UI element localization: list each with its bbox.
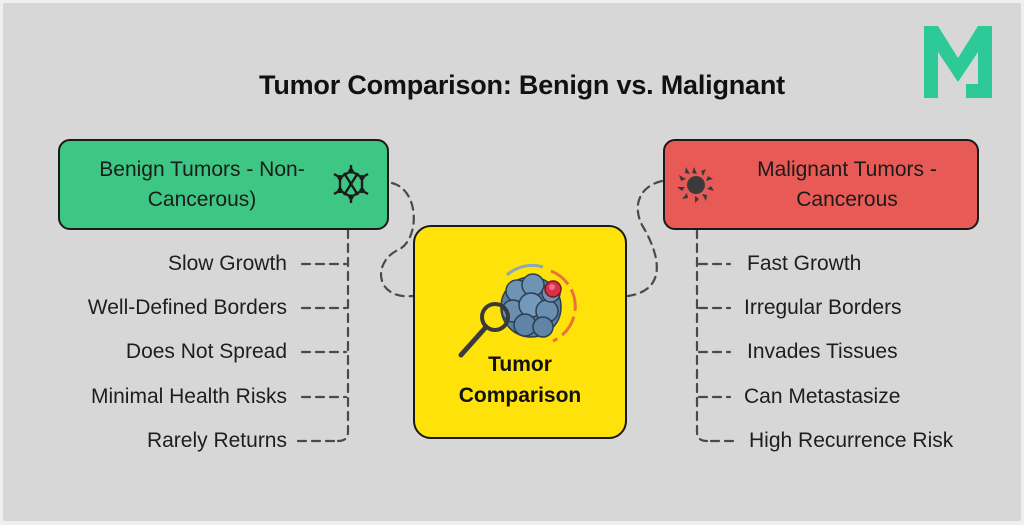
benign-tumors-box: Benign Tumors - Non-Cancerous) [58,139,389,230]
malignant-item: High Recurrence Risk [749,429,954,452]
diagram-title: Tumor Comparison: Benign vs. Malignant [259,70,785,100]
brand-logo-icon [924,26,992,98]
malignant-item: Invades Tissues [747,340,898,363]
benign-tumors-label: Benign Tumors - Non-Cancerous) [99,158,305,211]
cancer-cell-icon [677,167,714,203]
malignant-tumors-box: Malignant Tumors - Cancerous [663,139,979,230]
center-label-line2: Comparison [458,384,582,407]
molecule-icon [333,165,369,203]
malignant-tumors-label: Malignant Tumors - Cancerous [757,158,937,211]
center-label-line1: Tumor [488,353,552,376]
center-label: Tumor Comparison [415,349,625,411]
benign-item: Minimal Health Risks [90,385,287,408]
malignant-item: Irregular Borders [744,296,902,319]
tumor-comparison-center-box: Tumor Comparison [413,225,627,439]
benign-item: Well-Defined Borders [87,296,287,319]
benign-item: Slow Growth [167,252,287,275]
malignant-item: Can Metastasize [744,385,901,408]
tumor-magnifier-icon [458,263,577,358]
benign-item: Does Not Spread [125,340,287,363]
malignant-item: Fast Growth [747,252,862,275]
benign-item: Rarely Returns [146,429,287,452]
